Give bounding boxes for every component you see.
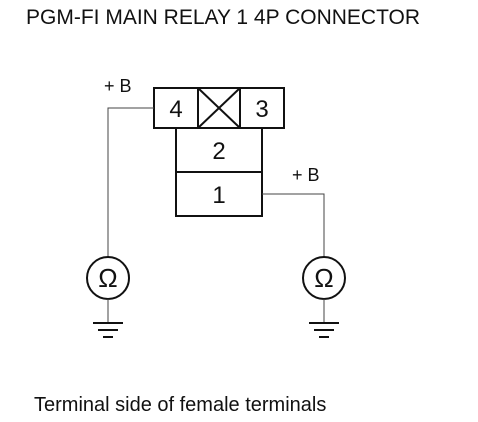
- connector-4p: 4 3 2 1: [153, 87, 285, 217]
- left-probe: + B Ω: [86, 76, 154, 338]
- diagram-title: PGM-FI MAIN RELAY 1 4P CONNECTOR: [26, 6, 420, 29]
- left-ohm-symbol: Ω: [98, 263, 117, 293]
- blank-cavity-icon: [197, 87, 241, 129]
- pin-4-label: 4: [169, 96, 182, 123]
- right-ground-icon: [309, 322, 339, 338]
- diagram-caption: Terminal side of female terminals: [34, 394, 326, 416]
- connector-bottom-row: [175, 171, 263, 217]
- right-ohm-symbol: Ω: [314, 263, 333, 293]
- right-probe-label: + B: [292, 165, 320, 185]
- left-ground-icon: [93, 322, 123, 338]
- right-probe: + B Ω: [262, 165, 346, 338]
- pin-3-label: 3: [255, 96, 268, 123]
- left-probe-label: + B: [104, 76, 132, 96]
- pin-2-label: 2: [212, 138, 225, 165]
- pin-1-label: 1: [212, 182, 225, 209]
